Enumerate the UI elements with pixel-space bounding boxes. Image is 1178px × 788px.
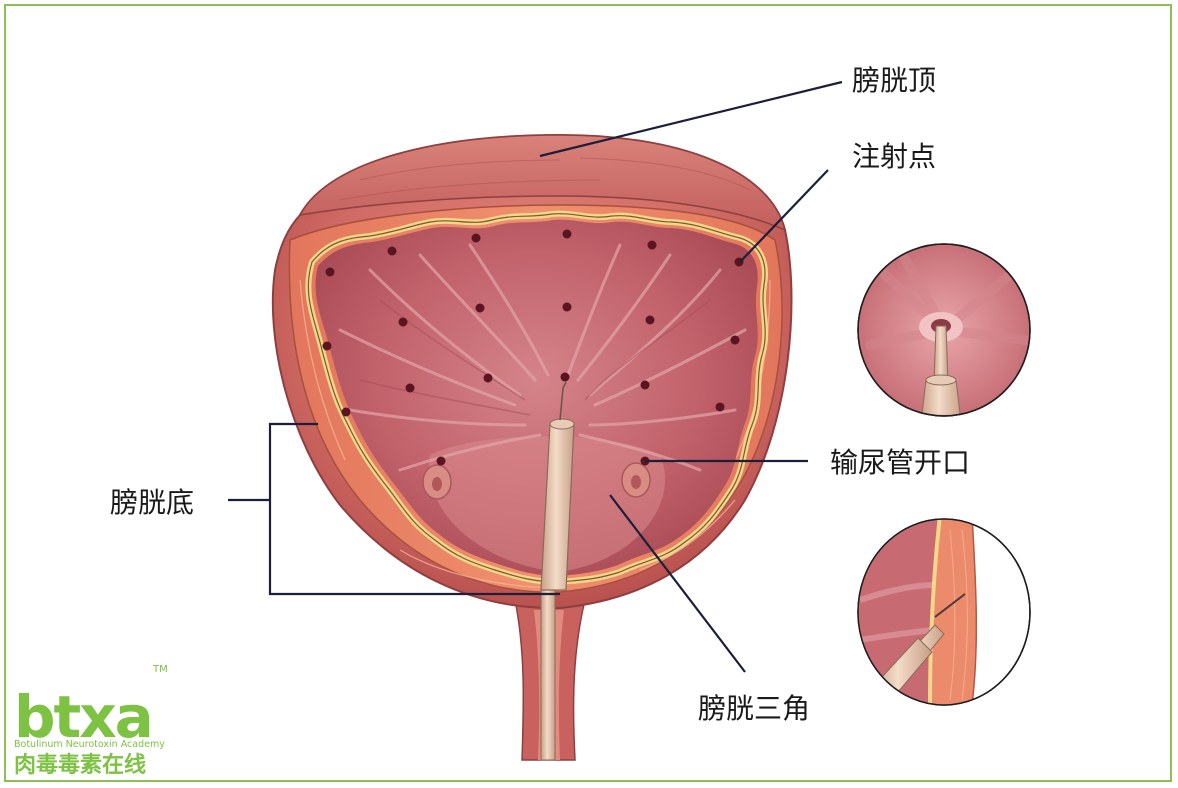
label-ureteral-orifice: 输尿管开口: [830, 446, 970, 479]
injection-point: [325, 267, 335, 277]
injection-point: [475, 303, 485, 313]
leader-base-bracket: [268, 422, 560, 596]
label-injection-point: 注射点: [852, 140, 936, 173]
leader-dome: [539, 80, 843, 158]
logo-chinese: 肉毒毒素在线: [14, 752, 146, 778]
inset-injection-closeup: [857, 243, 1031, 417]
logo-subtitle: Botulinum Neurotoxin Academy: [14, 739, 165, 750]
injection-point: [640, 380, 650, 390]
page-frame: [4, 4, 1172, 782]
injection-point: [387, 246, 397, 256]
injection-point: [405, 383, 415, 393]
leader-injection: [739, 169, 829, 263]
btxa-logo: btxa TM Botulinum Neurotoxin Academy 肉毒毒…: [14, 664, 168, 778]
leader-trigone: [609, 494, 746, 673]
cystoscope-needle: [540, 381, 575, 761]
injection-point: [647, 240, 657, 250]
injection-point: [436, 456, 446, 466]
label-bladder-dome: 膀胱顶: [852, 64, 936, 97]
injection-point: [322, 341, 332, 351]
injection-point: [398, 317, 408, 327]
label-trigone: 膀胱三角: [698, 692, 810, 725]
injection-point: [645, 315, 655, 325]
inset-wall-crosssection: [857, 518, 1031, 706]
injection-point: [483, 373, 493, 383]
logo-mark: btxa: [14, 683, 152, 751]
logo-tm: TM: [152, 664, 168, 675]
label-bladder-base: 膀胱底: [110, 486, 194, 519]
injection-points: [322, 229, 744, 466]
injection-point: [562, 229, 572, 239]
injection-point: [560, 372, 570, 382]
injection-point: [730, 335, 740, 345]
bladder-dome-surface: [298, 134, 787, 232]
injection-point: [562, 302, 572, 312]
injection-point: [471, 233, 481, 243]
injection-point: [341, 407, 351, 417]
injection-point: [715, 402, 725, 412]
